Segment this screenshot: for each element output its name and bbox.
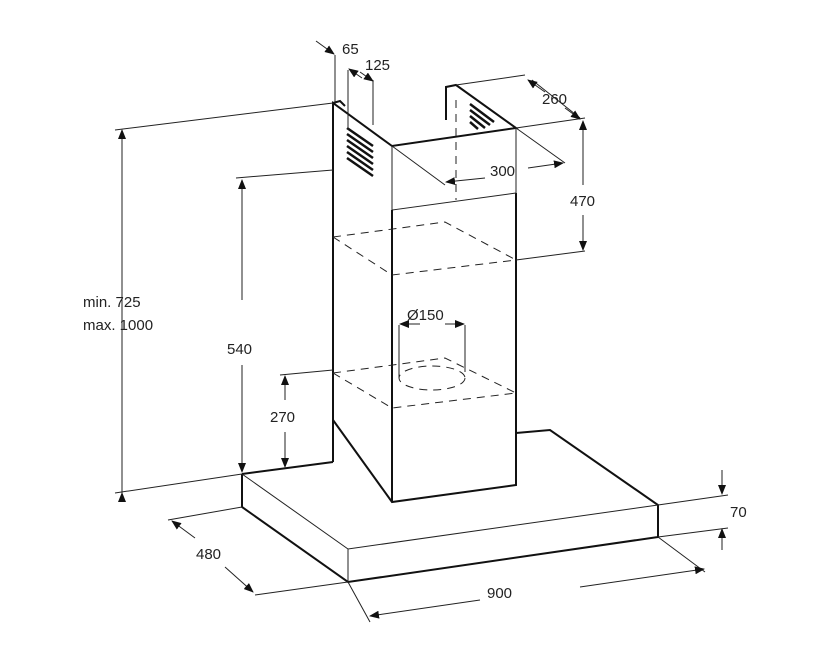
dimension-lines xyxy=(114,40,729,623)
dim-260: 260 xyxy=(542,91,567,108)
chimney xyxy=(332,170,517,504)
dim-height-max: max. 1000 xyxy=(83,317,153,334)
dim-diameter-150: Ø150 xyxy=(407,307,444,324)
dim-300: 300 xyxy=(490,163,515,180)
dim-540: 540 xyxy=(227,341,252,358)
vent-grille-left xyxy=(346,126,374,178)
dim-900: 900 xyxy=(487,585,512,602)
dim-height-min: min. 725 xyxy=(83,294,141,311)
upper-duct xyxy=(332,83,519,210)
dim-70: 70 xyxy=(730,504,747,521)
dim-470: 470 xyxy=(570,193,595,210)
outlet-opening xyxy=(398,365,466,391)
canopy xyxy=(241,428,659,584)
dim-65: 65 xyxy=(342,41,359,58)
vent-grille-right xyxy=(469,103,495,130)
dim-125: 125 xyxy=(365,57,390,74)
dim-480: 480 xyxy=(196,546,221,563)
dim-270: 270 xyxy=(270,409,295,426)
